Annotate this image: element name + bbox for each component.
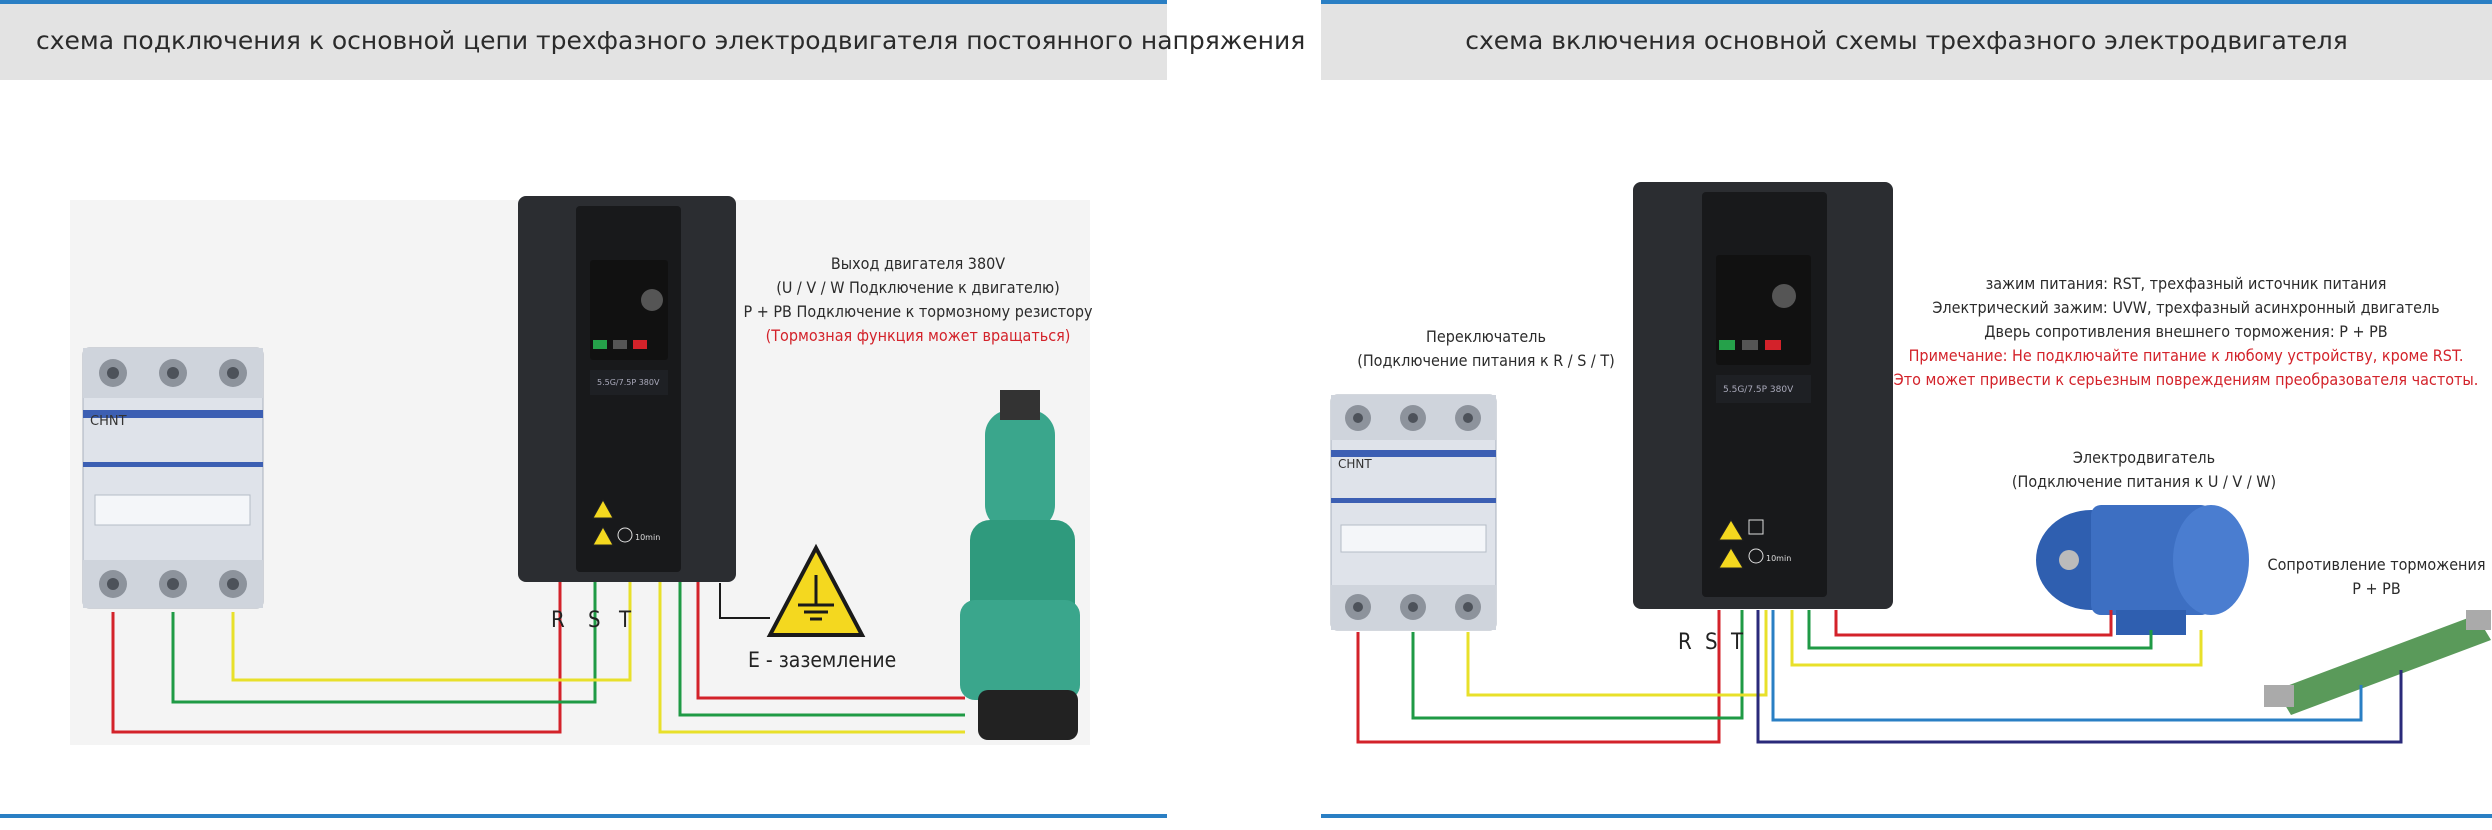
drive-model-label: 5.5G/7.5P 380V: [597, 378, 660, 387]
wire-r: [111, 582, 562, 734]
left-notes: Выход двигателя 380V (U / V / W Подключе…: [738, 252, 1098, 348]
ground-warning-icon: [766, 543, 866, 637]
circuit-breaker: CHNT: [1330, 394, 1497, 631]
wire-s: [1411, 610, 1744, 720]
drive-model-label: 5.5G/7.5P 380V: [1723, 385, 1794, 395]
breaker-brand: CHNT: [90, 414, 127, 429]
resistor-label: Сопротивление торможения P + PB: [2261, 553, 2492, 601]
motor-label: Электродвигатель (Подключение питания к …: [1994, 446, 2294, 494]
right-diagram: CHNT 5.5G/7.5P 380V 10min: [1330, 182, 2491, 744]
wire-r: [1356, 610, 1721, 744]
wire-w: [1834, 610, 2113, 637]
wire-v: [678, 582, 965, 717]
left-note-1: Выход двигателя 380V: [830, 254, 1006, 273]
right-note-1: зажим питания: RST, трехфазный источник …: [1985, 274, 2387, 293]
right-header: схема включения основной схемы трехфазно…: [1321, 0, 2492, 80]
right-notes: зажим питания: RST, трехфазный источник …: [1881, 272, 2491, 392]
terminal-t: T: [1731, 630, 1744, 655]
manual-book-icon: [1748, 519, 1764, 535]
right-panel: схема включения основной схемы трехфазно…: [1321, 0, 2492, 830]
wire-w: [696, 582, 965, 700]
hazard-triangle-icon: [1718, 519, 1744, 569]
terminal-r: R: [551, 608, 565, 633]
frequency-drive: 5.5G/7.5P 380V 10min: [518, 196, 736, 582]
right-note-5: Это может привести к серьезным поврежден…: [1893, 370, 2479, 389]
timer-text: 10min: [635, 533, 660, 542]
left-note-2: (U / V / W Подключение к двигателю): [776, 278, 1060, 297]
left-note-4: (Тормозная функция может вращаться): [765, 326, 1071, 345]
breaker-brand: CHNT: [1338, 457, 1372, 471]
electric-motor: [2036, 505, 2249, 635]
terminal-t: T: [619, 608, 632, 633]
wire-p: [1771, 610, 2363, 722]
left-panel: схема подключения к основной цепи трехфа…: [0, 0, 1306, 830]
switch-label-2: (Подключение питания к R / S / T): [1357, 351, 1615, 370]
wire-u: [658, 582, 965, 734]
left-title: схема подключения к основной цепи трехфа…: [36, 26, 1306, 55]
wire-s: [171, 582, 597, 704]
circuit-breaker: CHNT: [82, 347, 264, 609]
terminal-s: S: [588, 608, 601, 633]
motor-label-2: (Подключение питания к U / V / W): [2011, 472, 2277, 491]
resistor-label-1: Сопротивление торможения: [2267, 555, 2486, 574]
left-note-3: P + PB Подключение к тормозному резистор…: [743, 302, 1093, 321]
wire-v: [1807, 610, 2153, 650]
wire-t: [231, 582, 632, 682]
timer-text: 10min: [1766, 554, 1791, 563]
right-note-3: Дверь сопротивления внешнего торможения:…: [1984, 322, 2388, 341]
resistor-label-2: P + PB: [2352, 579, 2401, 598]
right-note-2: Электрический зажим: UVW, трехфазный аси…: [1932, 298, 2440, 317]
left-diagram: CHNT 5.5G/7.5P 380V 10min: [70, 196, 1090, 745]
left-bottom-rule: [0, 814, 1167, 818]
terminal-r: R: [1678, 630, 1692, 655]
terminal-s: S: [1705, 630, 1718, 655]
right-bottom-rule: [1321, 814, 2492, 818]
submersible-pump: [960, 390, 1080, 740]
timer-icon: [1748, 548, 1764, 564]
hazard-triangle-icon: [592, 498, 614, 546]
switch-label: Переключатель (Подключение питания к R /…: [1336, 325, 1636, 373]
timer-icon: [617, 527, 633, 543]
ground-label: E - заземление: [748, 648, 897, 672]
wire-u: [1790, 610, 2203, 667]
frequency-drive: 5.5G/7.5P 380V 10min: [1633, 182, 1893, 609]
left-header: схема подключения к основной цепи трехфа…: [0, 0, 1306, 80]
wire-t: [1466, 610, 1768, 697]
right-title: схема включения основной схемы трехфазно…: [1465, 26, 2348, 55]
wire-pb: [1756, 610, 2403, 744]
motor-label-1: Электродвигатель: [2072, 448, 2216, 467]
switch-label-1: Переключатель: [1426, 327, 1546, 346]
braking-resistor: [2264, 610, 2491, 715]
right-note-4: Примечание: Не подключайте питание к люб…: [1908, 346, 2464, 365]
